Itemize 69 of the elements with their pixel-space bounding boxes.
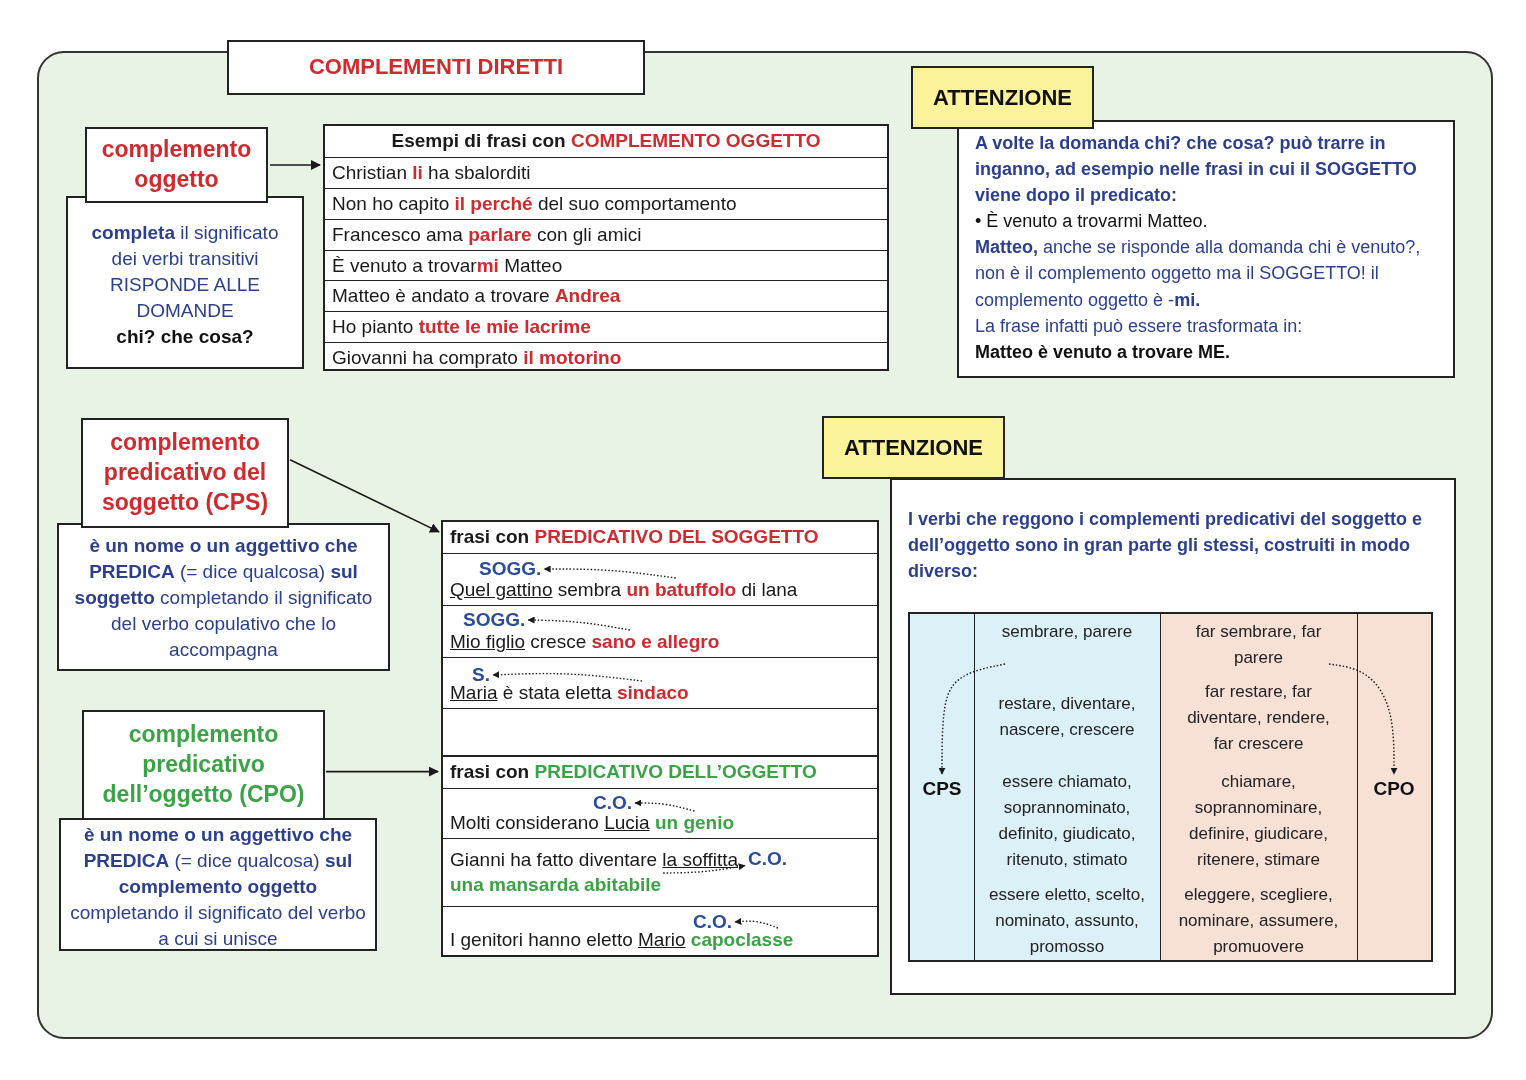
note-box xyxy=(957,120,1455,378)
definition-text: è un nome o un aggettivo che PREDICA (= dice qualcosa) sul complemento oggetto completando il significato del verbo a cui si unisce xyxy=(69,823,367,952)
example-sentence: Molti considerano Lucia un genio xyxy=(450,811,735,835)
column-heading: CPS xyxy=(910,776,974,802)
table-row xyxy=(443,657,877,709)
note-text: A volte la domanda chi? che cosa? può trarre in inganno, ad esempio nelle frasi in cui il SOGGETTO viene dopo il predicato: xyxy=(975,132,1418,208)
note-box xyxy=(890,478,1456,995)
verb-list: sembrare, parere xyxy=(982,619,1152,645)
concept-title: complemento oggetto xyxy=(100,135,253,194)
verbs-table xyxy=(908,612,1433,962)
grammar-tag: C.O. xyxy=(748,848,788,870)
warning-tag xyxy=(911,66,1094,129)
definition-box xyxy=(57,523,390,671)
note-text: • È venuto a trovarmi Matteo. xyxy=(975,210,1209,234)
examples-table xyxy=(441,520,879,757)
concept-box xyxy=(82,710,325,820)
verb-list: essere chiamato, soprannominato, definito, giudicato, ritenuto, stimato xyxy=(982,769,1152,873)
examples-table xyxy=(323,124,889,371)
example-sentence: Mio figlio cresce sano e allegro xyxy=(450,630,720,654)
example-sentence: Quel gattino sembra un batuffolo di lana xyxy=(450,578,798,602)
warning-heading: ATTENZIONE xyxy=(844,434,983,461)
verb-list: chiamare, soprannominare, definire, giudicare, ritenere, stimare xyxy=(1176,769,1341,873)
dotted-arrow xyxy=(734,917,779,929)
column-heading: CPO xyxy=(1357,776,1431,802)
verb-list: essere eletto, scelto, nominato, assunto, promosso xyxy=(982,882,1152,960)
example-sentence: Francesco ama parlare con gli amici xyxy=(325,218,887,250)
definition-text: chi? che cosa? xyxy=(115,325,255,350)
example-sentence: Non ho capito il perché del suo comportamento xyxy=(325,187,887,219)
arrow xyxy=(269,160,321,170)
example-sentence: Christian li ha sbalorditi xyxy=(325,156,887,188)
definition-text: completa il significato dei verbi transitivi RISPONDE ALLE DOMANDE xyxy=(90,221,280,324)
grammar-tag: SOGG. xyxy=(463,609,526,631)
dotted-arrow xyxy=(938,663,1006,775)
note-text: I verbi che reggono i complementi predicativi del soggetto e dell’oggetto sono in gran parte gli stessi, costruiti in modo diverso: xyxy=(908,508,1424,584)
table-header: Esempi di frasi con COMPLEMENTO OGGETTO xyxy=(390,129,822,153)
warning-tag xyxy=(822,416,1005,479)
note-text: La frase infatti può essere trasformata in: xyxy=(975,314,1304,338)
concept-title: complemento predicativo dell’oggetto (CPO) xyxy=(101,720,306,809)
example-sentence: Gianni ha fatto diventare la soffitta una mansarda abitabile xyxy=(450,848,738,897)
dotted-arrow xyxy=(1328,663,1398,775)
concept-box xyxy=(85,127,268,203)
examples-table xyxy=(441,755,879,957)
table-header: frasi con PREDICATIVO DEL SOGGETTO xyxy=(449,525,820,549)
verb-list: restare, diventare, nascere, crescere xyxy=(982,691,1152,743)
verb-list: far sembrare, far parere xyxy=(1176,619,1341,671)
example-sentence: Ho pianto tutte le mie lacrime xyxy=(325,311,887,343)
title: COMPLEMENTI DIRETTI xyxy=(308,53,564,82)
dotted-arrow xyxy=(662,863,746,874)
verb-list: far restare, far diventare, rendere, far crescere xyxy=(1176,679,1341,757)
dotted-arrow xyxy=(527,616,631,631)
dotted-arrow xyxy=(634,799,696,812)
grammar-tag: C.O. xyxy=(593,792,633,814)
note-text: Matteo, anche se risponde alla domanda chi è venuto?, non è il complemento oggetto ma il SOGGETTO! il complemento oggetto è -mi. xyxy=(975,236,1422,312)
arrow xyxy=(289,459,440,533)
note-text: Matteo è venuto a trovare ME. xyxy=(975,340,1232,364)
dotted-arrow xyxy=(543,565,677,579)
dotted-arrow xyxy=(492,671,643,682)
definition-box xyxy=(66,196,304,369)
warning-heading: ATTENZIONE xyxy=(933,84,1072,111)
arrow xyxy=(325,766,439,777)
example-sentence: Giovanni ha comprato il motorino xyxy=(325,342,887,374)
table-header: frasi con PREDICATIVO DELL’OGGETTO xyxy=(449,760,818,784)
grammar-tag: SOGG. xyxy=(479,558,542,580)
concept-title: complemento predicativo del soggetto (CPS) xyxy=(100,428,270,517)
concept-box xyxy=(81,418,289,528)
example-sentence: È venuto a trovarmi Matteo xyxy=(325,249,887,281)
example-sentence: Matteo è andato a trovare Andrea xyxy=(325,280,887,312)
definition-text: è un nome o un aggettivo che PREDICA (= dice qualcosa) sul soggetto completando il significato del verbo copulativo che lo accompagna xyxy=(73,534,374,663)
verb-list: eleggere, scegliere, nominare, assumere, promuovere xyxy=(1176,882,1341,960)
